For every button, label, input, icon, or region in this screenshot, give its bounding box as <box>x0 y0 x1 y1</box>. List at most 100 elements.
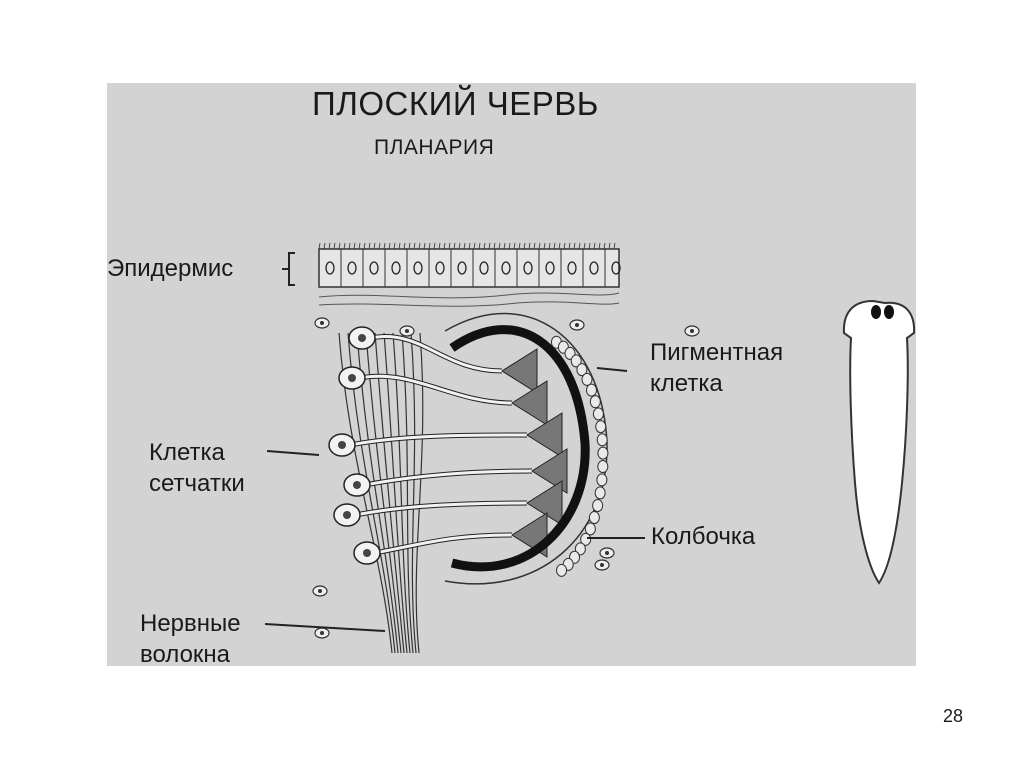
epidermis-cilium <box>483 242 486 250</box>
epidermis-cilium <box>323 242 326 250</box>
pigment-cell <box>570 354 582 368</box>
epidermis-nucleus <box>589 261 599 275</box>
retina-cone <box>511 380 548 426</box>
retina-cell-process-fill <box>359 374 513 405</box>
label-retina-cell-line2: сетчатки <box>149 470 245 497</box>
epidermis-cilium <box>343 242 346 250</box>
retina-cell-nucleus <box>343 511 351 519</box>
epidermis-cilium <box>428 242 431 250</box>
label-pigment-cell-line1: Пигментная <box>650 339 784 366</box>
label-leader-lines <box>264 252 645 632</box>
epidermis-cilium <box>378 242 381 250</box>
epidermis-bracket <box>282 252 295 286</box>
eye-diagram-drawing <box>264 242 916 654</box>
epidermis-cilium <box>543 242 546 250</box>
epidermis-cilium <box>603 242 606 250</box>
retina-cell-process-fill <box>349 433 528 447</box>
pigment-cell-leader <box>596 367 628 372</box>
retina-cone <box>531 448 568 494</box>
epidermis-cilium <box>328 242 331 250</box>
planarian-body <box>842 299 916 585</box>
pigment-layer <box>449 325 590 572</box>
epidermis-cilium <box>538 242 541 250</box>
label-nerve-fibers-line2: волокна <box>140 641 231 666</box>
tissue-cell-nucleus <box>318 589 322 593</box>
epidermis-cilium <box>433 242 436 250</box>
epidermis-cilium <box>558 242 561 250</box>
epidermis-cilium <box>458 242 461 250</box>
epidermis-cilium <box>478 242 481 250</box>
pigment-cell <box>596 473 608 487</box>
epidermis-cilium <box>498 242 501 250</box>
epidermis-cilium <box>353 242 356 250</box>
epidermis-cilium <box>533 242 536 250</box>
retina-cell-nucleus <box>363 549 371 557</box>
pigment-cell <box>586 383 598 397</box>
planarian-eyespot-left <box>871 305 881 319</box>
epidermis-cilium <box>473 242 476 250</box>
retina-cell-nucleus <box>338 441 346 449</box>
epidermis-cilium <box>578 242 581 250</box>
epidermis-nucleus <box>457 261 467 275</box>
planarian-eye-figure: ПЛОСКИЙ ЧЕРВЬ ПЛАНАРИЯ Эпидермис Пигмент… <box>107 83 916 666</box>
epidermis-cilium <box>373 242 376 250</box>
nerve-fiber <box>365 332 402 654</box>
epidermis-layer <box>318 242 621 307</box>
epidermis-cilium <box>598 242 601 250</box>
nerve-fiber <box>374 332 405 654</box>
epidermis-nucleus <box>391 261 401 275</box>
epidermis-nucleus <box>567 261 577 275</box>
pigment-cup <box>444 312 609 585</box>
planarian-eyespot-right <box>884 305 894 319</box>
epidermis-cilium <box>548 242 551 250</box>
epidermis-cilium <box>573 242 576 250</box>
epidermis-cilium <box>423 242 426 250</box>
epidermis-cilium <box>468 242 471 250</box>
epidermis-cilium <box>448 242 451 250</box>
epidermis-cilium <box>583 242 586 250</box>
epidermis-cilium <box>528 242 531 250</box>
label-retina-cell-line1: Клетка <box>149 439 225 466</box>
figure-title: ПЛОСКИЙ ЧЕРВЬ <box>312 85 599 122</box>
pigment-cell <box>574 542 586 556</box>
epidermis-cilium <box>593 242 596 250</box>
retina-cell-process-fill <box>364 469 533 487</box>
scattered-cells <box>312 317 700 639</box>
label-pigment-cell-line2: клетка <box>650 370 723 397</box>
retina-cone <box>526 412 563 458</box>
pigment-cell <box>595 420 607 434</box>
retina-cell-nucleus <box>353 481 361 489</box>
epidermis-cilium <box>358 242 361 250</box>
pigment-cell <box>589 395 601 409</box>
epidermis-cilium <box>553 242 556 250</box>
epidermis-cilium <box>398 242 401 250</box>
subepidermal-fiber <box>318 292 620 299</box>
subepidermal-fiber <box>318 301 620 307</box>
retina-cell-process-fill <box>374 533 513 555</box>
retina-cells <box>328 326 568 565</box>
epidermis-cilium <box>463 242 466 250</box>
epidermis-cilium <box>518 242 521 250</box>
tissue-cell-nucleus <box>320 321 324 325</box>
epidermis-nucleus <box>479 261 489 275</box>
pigment-cell <box>596 433 608 447</box>
epidermis-cilium <box>608 242 611 250</box>
retina-cell-leader <box>266 450 320 456</box>
epidermis-cilium <box>363 242 366 250</box>
epidermis-nucleus <box>545 261 555 275</box>
epidermis-cilium <box>563 242 566 250</box>
epidermis-cilium <box>438 242 441 250</box>
tissue-cell-nucleus <box>405 329 409 333</box>
epidermis-cilium <box>413 242 416 250</box>
pigment-cell <box>592 499 604 513</box>
epidermis-cilium <box>403 242 406 250</box>
retina-cell-process-fill <box>369 335 503 373</box>
slide-number: 28 <box>943 706 964 726</box>
epidermis-cilium <box>493 242 496 250</box>
tissue-cell-nucleus <box>600 563 604 567</box>
tissue-cell-nucleus <box>605 551 609 555</box>
label-nerve-fibers: Нервные волокна <box>140 608 241 666</box>
epidermis-nucleus <box>611 261 621 275</box>
epidermis-nucleus <box>523 261 533 275</box>
label-retina-cell: Клетка сетчатки <box>149 437 245 499</box>
